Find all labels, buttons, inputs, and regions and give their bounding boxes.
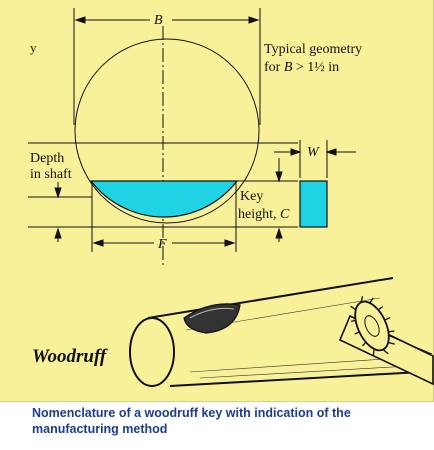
geometry-note-line2: for B > 1½ in — [264, 60, 339, 75]
depth-label-line1: Depth — [30, 151, 64, 166]
key-height-arrows — [275, 158, 283, 242]
key-height-label-line1: Key — [240, 189, 263, 204]
extension-lines — [28, 142, 298, 228]
key-side-view — [299, 180, 328, 228]
dimension-W-label: W — [307, 145, 320, 160]
woodruff-label: Woodruff — [32, 346, 108, 367]
dimension-W — [274, 140, 356, 178]
depth-arrows — [54, 182, 62, 242]
figure-caption: Nomenclature of a woodruff key with indi… — [32, 406, 351, 436]
depth-label-line2: in shaft — [30, 167, 72, 182]
cutter-circle — [74, 38, 260, 224]
dimension-F — [91, 182, 237, 252]
key-height-label-line2: height, C — [238, 207, 290, 222]
key-segment — [89, 180, 239, 218]
woodruff-key-diagram: y Typical geometry for B > 1½ in B De — [28, 8, 434, 387]
dimension-B-label: B — [154, 13, 163, 28]
dimension-F-label: F — [157, 237, 167, 252]
shaft-illustration — [129, 277, 434, 387]
corner-mark: y — [30, 40, 37, 55]
keyseat — [183, 303, 241, 334]
geometry-note-line1: Typical geometry — [264, 42, 362, 57]
shaft-end — [129, 317, 175, 387]
dimension-B — [73, 8, 261, 125]
